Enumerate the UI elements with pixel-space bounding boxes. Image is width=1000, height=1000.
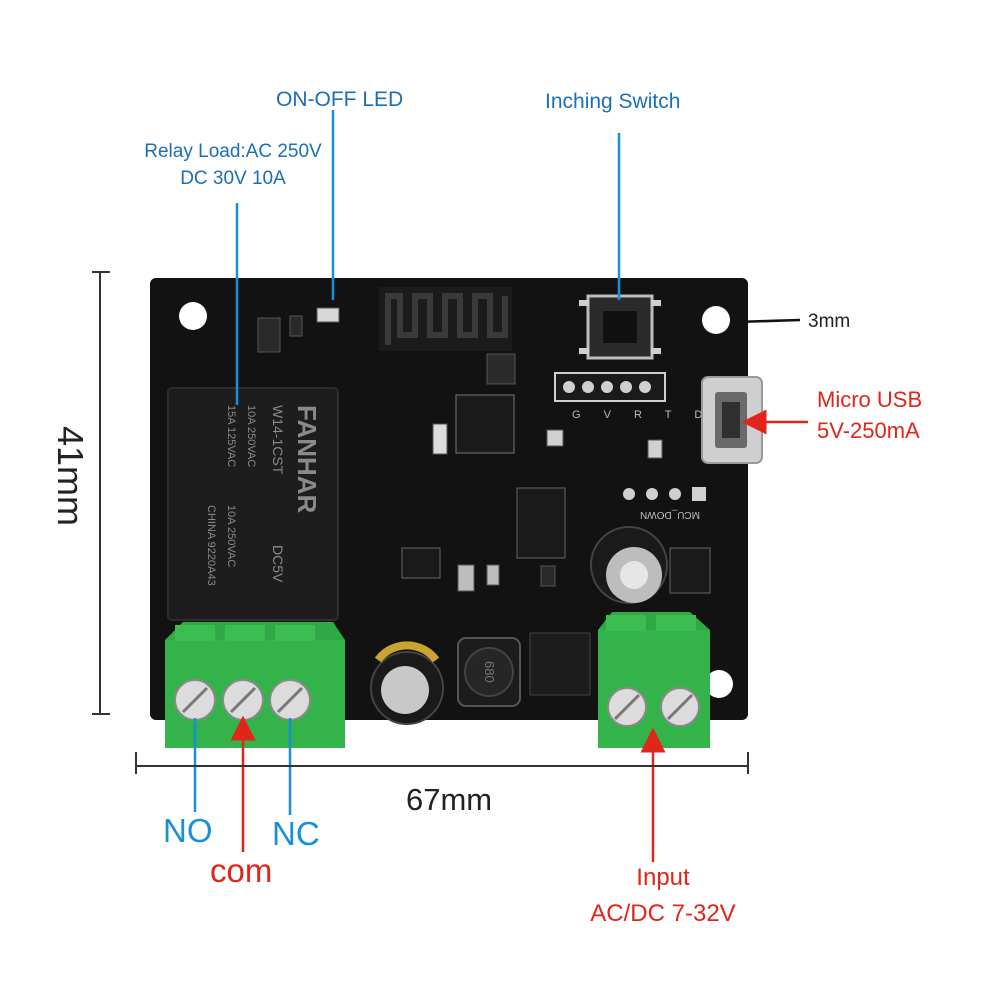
width-dimension-label: 67mm bbox=[406, 782, 493, 817]
output-terminal-block bbox=[165, 622, 345, 748]
micro-usb-label: Micro USB 5V-250mA bbox=[817, 384, 922, 446]
height-dimension-label: 41mm bbox=[50, 426, 91, 527]
hole-size-label: 3mm bbox=[808, 311, 851, 332]
mount-hole-bottom-right bbox=[705, 670, 733, 698]
input-label: Input AC/DC 7-32V bbox=[578, 860, 748, 932]
inching-switch-button bbox=[579, 294, 661, 360]
mcu-header: MCU_DOWN bbox=[623, 487, 706, 520]
inching-switch-label: Inching Switch bbox=[545, 90, 681, 113]
relay-brand: FANHAR bbox=[292, 405, 322, 514]
height-dimension bbox=[92, 271, 110, 715]
input-line-1: Input bbox=[636, 864, 690, 891]
inductor: 680 bbox=[457, 637, 521, 707]
relay-origin: CHINA 9220A43 bbox=[205, 505, 217, 586]
micro-usb-line-1: Micro USB bbox=[817, 387, 923, 412]
capacitor-right bbox=[590, 526, 668, 604]
relay-model: W14-1CST bbox=[270, 405, 286, 475]
capacitor-left bbox=[370, 641, 444, 725]
micro-usb-line-2: 5V-250mA bbox=[817, 418, 920, 443]
red-arrows bbox=[230, 409, 808, 862]
width-dimension bbox=[135, 752, 749, 774]
on-off-led-label: ON-OFF LED bbox=[276, 88, 404, 111]
header-pin-labels: G V R T D bbox=[572, 409, 712, 421]
relay-rating-2: 15A 125VAC bbox=[225, 405, 237, 467]
wifi-antenna bbox=[379, 287, 512, 351]
relay-rating-3: 10A 250VAC bbox=[225, 505, 237, 567]
terminal-no-label: NO bbox=[163, 812, 213, 849]
smd-components bbox=[257, 307, 711, 696]
inductor-mark: 680 bbox=[482, 661, 497, 683]
terminal-com-label: com bbox=[210, 852, 273, 889]
mount-hole-top-left bbox=[179, 302, 207, 330]
relay-load-line-1: Relay Load:AC 250V bbox=[144, 141, 322, 162]
mount-hole-top-right bbox=[702, 306, 730, 334]
relay-load-line-2: DC 30V 10A bbox=[180, 168, 286, 189]
input-line-2: AC/DC 7-32V bbox=[590, 900, 736, 927]
terminal-nc-label: NC bbox=[272, 815, 320, 852]
relay-coil: DC5V bbox=[270, 545, 286, 583]
relay-load-label: Relay Load:AC 250V DC 30V 10A bbox=[128, 138, 338, 192]
input-terminal-block bbox=[598, 612, 710, 748]
relay-rating-1: 10A 250VAC bbox=[245, 405, 257, 467]
hole-pointer-line bbox=[735, 318, 801, 324]
mcu-label: MCU_DOWN bbox=[640, 509, 700, 520]
programming-header: G V R T D bbox=[554, 372, 712, 421]
micro-usb-port bbox=[701, 376, 763, 464]
relay: FANHAR W14-1CST DC5V 10A 250VAC 15A 125V… bbox=[167, 387, 339, 621]
